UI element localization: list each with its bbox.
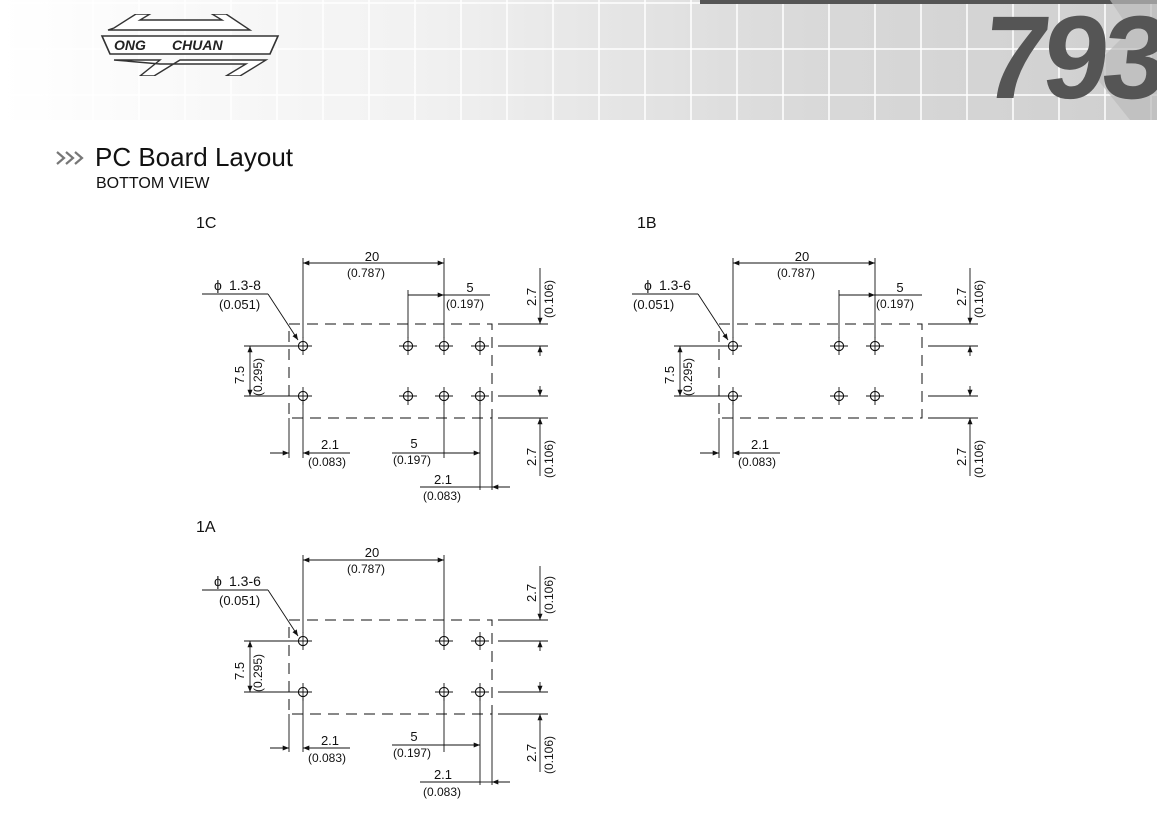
- dim-5-top-mm: 5: [466, 280, 473, 295]
- dim-7.5-in: (0.295): [251, 358, 265, 396]
- chevrons-right-icon: [56, 151, 84, 165]
- logo-text-chuan: CHUAN: [172, 37, 223, 53]
- dim-hole-mm: 1.3-8: [229, 277, 261, 293]
- dim-2.1-left-in: (0.083): [738, 455, 776, 469]
- logo-text-song: ONG: [114, 37, 146, 53]
- dim-7.5-mm: 7.5: [232, 366, 247, 384]
- dim-2.1-left-mm: 2.1: [321, 733, 339, 748]
- header-top-bar: [700, 0, 1157, 4]
- dim-hole-mm: 1.3-6: [229, 573, 261, 589]
- dim-hole-in: (0.051): [633, 297, 674, 312]
- dim-2.1-right-in: (0.083): [423, 489, 461, 503]
- diagram-1b: 1B 20 (0.787) 5 (0.197) ϕ 1.3-6 (0.051) …: [632, 215, 986, 478]
- diagram-1a-outline: [288, 619, 493, 715]
- dim-2.7-top-in: (0.106): [542, 280, 556, 318]
- pin-hole: [470, 336, 490, 356]
- dim-2.1-left-mm: 2.1: [751, 437, 769, 452]
- dim-2.1-right-mm: 2.1: [434, 472, 452, 487]
- header-banner: ONG CHUAN 793: [0, 0, 1157, 124]
- diagram-1c-outline: [288, 323, 493, 419]
- dim-2.1-right-mm: 2.1: [434, 767, 452, 782]
- dim-2.7-bottom-mm: 2.7: [954, 448, 969, 466]
- hole-diameter-icon: ϕ: [644, 277, 652, 293]
- hole-diameter-icon: ϕ: [214, 573, 222, 589]
- dim-5-bottom-mm: 5: [410, 436, 417, 451]
- diagram-1a-holes: [293, 631, 490, 702]
- dim-2.7-top-mm: 2.7: [524, 584, 539, 602]
- diagram-1b-holes: [723, 336, 885, 406]
- dim-hole-in: (0.051): [219, 593, 260, 608]
- diagram-1c-label: 1C: [196, 215, 216, 232]
- dim-7.5-in: (0.295): [251, 654, 265, 692]
- dim-2.7-bottom-in: (0.106): [972, 440, 986, 478]
- pin-hole: [398, 336, 418, 356]
- dim-20-in: (0.787): [777, 266, 815, 280]
- diagram-1b-outline: [718, 323, 923, 419]
- diagram-1a: 1A 20 (0.787) ϕ 1.3-6 (0.051) 7.5 (0.295…: [196, 519, 556, 799]
- dim-5-bottom-in: (0.197): [393, 746, 431, 760]
- dim-5-top-in: (0.197): [876, 297, 914, 311]
- dim-2.1-right-in: (0.083): [423, 785, 461, 799]
- pin-hole: [829, 386, 849, 406]
- pin-hole: [865, 386, 885, 406]
- dim-hole-in: (0.051): [219, 297, 260, 312]
- pin-hole: [723, 336, 743, 356]
- pin-hole: [470, 631, 490, 651]
- dim-hole-mm: 1.3-6: [659, 277, 691, 293]
- song-chuan-logo: ONG CHUAN: [100, 14, 280, 76]
- hole-diameter-icon: ϕ: [214, 277, 222, 293]
- dim-7.5-in: (0.295): [681, 358, 695, 396]
- dim-2.1-left-in: (0.083): [308, 751, 346, 765]
- dim-5-top-in: (0.197): [446, 297, 484, 311]
- dim-2.1-left-mm: 2.1: [321, 437, 339, 452]
- pin-hole: [865, 336, 885, 356]
- dim-20-mm: 20: [795, 249, 809, 264]
- dim-2.1-left-in: (0.083): [308, 455, 346, 469]
- dim-2.7-bottom-mm: 2.7: [524, 448, 539, 466]
- pin-hole: [434, 336, 454, 356]
- dim-2.7-top-mm: 2.7: [524, 288, 539, 306]
- pin-hole: [829, 336, 849, 356]
- pin-hole: [398, 386, 418, 406]
- section-subtitle: BOTTOM VIEW: [96, 175, 210, 192]
- dim-20-mm: 20: [365, 545, 379, 560]
- dim-2.7-top-mm: 2.7: [954, 288, 969, 306]
- dim-5-top-mm: 5: [896, 280, 903, 295]
- diagram-1a-label: 1A: [196, 519, 216, 536]
- dim-20-mm: 20: [365, 249, 379, 264]
- pin-hole: [434, 631, 454, 651]
- section-title: PC Board Layout: [95, 142, 294, 172]
- dim-7.5-mm: 7.5: [232, 662, 247, 680]
- diagram-1c-holes: [293, 336, 490, 406]
- dim-2.7-bottom-in: (0.106): [542, 736, 556, 774]
- pin-hole: [293, 336, 313, 356]
- model-number-shadow-shape: [1090, 0, 1157, 120]
- diagram-1c: 1C 20 (0.787) 5 (0.197) ϕ 1.3-8 (0.051): [196, 215, 556, 503]
- dim-20-in: (0.787): [347, 266, 385, 280]
- dim-5-bottom-in: (0.197): [393, 453, 431, 467]
- dim-2.7-top-in: (0.106): [542, 576, 556, 614]
- diagram-1b-label: 1B: [637, 215, 657, 232]
- dim-20-in: (0.787): [347, 562, 385, 576]
- dim-2.7-top-in: (0.106): [972, 280, 986, 318]
- dim-5-bottom-mm: 5: [410, 729, 417, 744]
- dim-2.7-bottom-in: (0.106): [542, 440, 556, 478]
- dim-2.7-bottom-mm: 2.7: [524, 744, 539, 762]
- dim-7.5-mm: 7.5: [662, 366, 677, 384]
